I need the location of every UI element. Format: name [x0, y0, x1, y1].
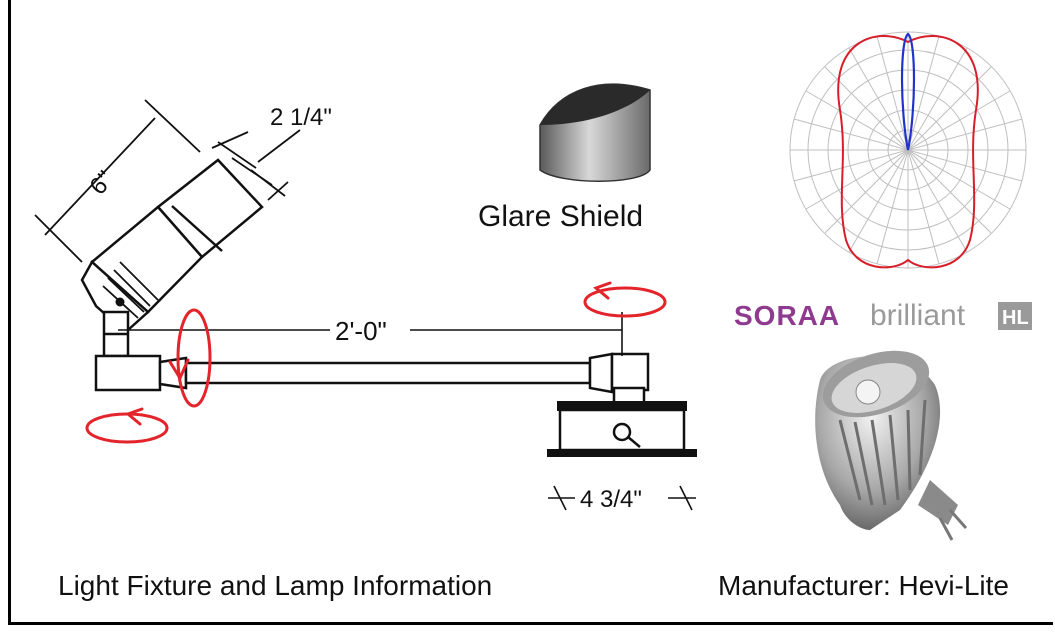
dimension-6-inch-label: 6": [84, 166, 119, 200]
polar-wide-distribution: [837, 35, 979, 269]
junction-box: [547, 401, 697, 457]
soraa-brilliant-logo: SORAA brilliant HL: [734, 299, 1032, 332]
brilliant-wordmark: brilliant: [870, 299, 966, 332]
dimension-6-inch: [34, 99, 201, 263]
dimension-2-ft-label: 2'-0": [335, 316, 387, 346]
polar-photometric-chart: [789, 31, 1027, 269]
glare-shield-icon: [539, 83, 651, 182]
soraa-brand: SORAA: [734, 300, 840, 331]
dimension-2-ft: [118, 312, 623, 356]
pivot-point: [115, 297, 125, 307]
caption-fixture-info: Light Fixture and Lamp Information: [58, 570, 493, 601]
lamp-bulb-image: [815, 350, 968, 541]
dimension-4-3-4-inch: [548, 485, 696, 511]
glare-shield-label: Glare Shield: [478, 200, 643, 233]
dimension-2-1-4-inch: [211, 129, 301, 201]
caption-manufacturer: Manufacturer: Hevi-Lite: [718, 570, 1010, 601]
dimension-4-3-4-inch-label: 4 3/4": [580, 486, 642, 513]
rotation-arrows: [85, 281, 667, 444]
knuckle-joint: [102, 310, 130, 358]
extension-arm: [94, 352, 650, 406]
fixture-head: [80, 158, 264, 332]
hl-badge: HL: [1002, 307, 1029, 329]
dimension-2-1-4-inch-label: 2 1/4": [270, 104, 332, 131]
polar-narrow-beam: [900, 32, 916, 151]
